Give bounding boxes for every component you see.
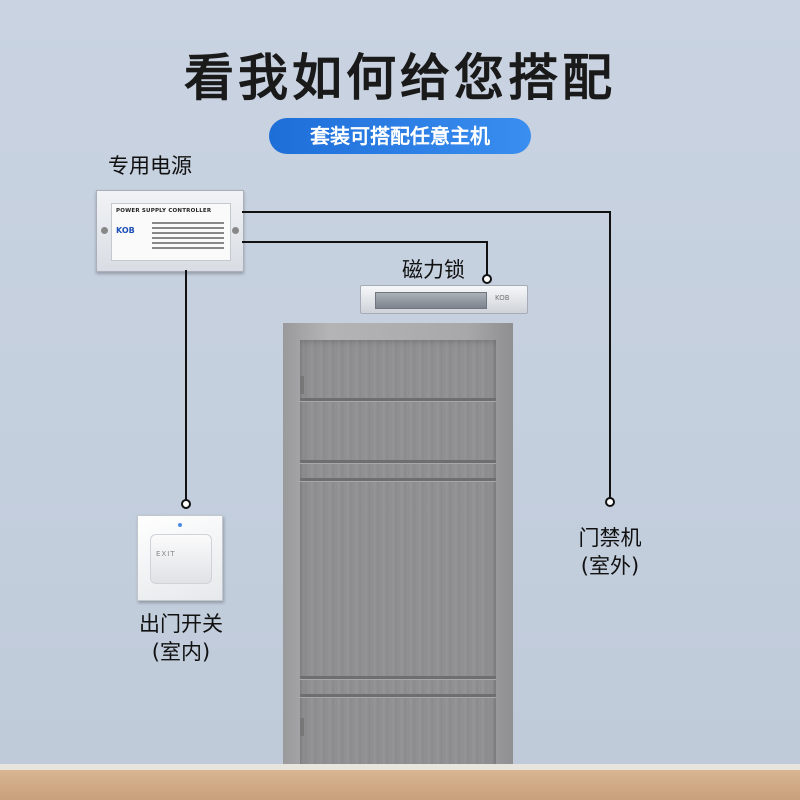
- access-controller-label: 门禁机 (室外): [568, 524, 652, 580]
- wire-end-switch: [181, 499, 191, 509]
- exit-button: [150, 534, 212, 584]
- door-groove: [300, 460, 496, 463]
- exit-switch-label-line1: 出门开关: [139, 612, 223, 636]
- access-controller-label-line1: 门禁机: [578, 526, 642, 550]
- led-icon: [178, 523, 182, 527]
- door-groove: [300, 398, 496, 401]
- wire-to-controller: [242, 211, 611, 500]
- spec-lines: [152, 222, 224, 252]
- baseboard: [0, 764, 800, 770]
- screw-icon: [101, 227, 108, 234]
- exit-switch: EXIT: [137, 515, 223, 601]
- hinge-icon: [300, 376, 304, 394]
- wire-end-lock: [482, 274, 492, 284]
- access-controller-label-line2: (室外): [580, 554, 640, 578]
- power-supply-device-title: POWER SUPPLY CONTROLLER: [116, 208, 212, 214]
- page-title: 看我如何给您搭配: [184, 49, 616, 107]
- magnetic-lock-brand: KOB: [495, 294, 510, 302]
- magnetic-lock: KOB: [360, 285, 528, 314]
- exit-switch-label: 出门开关 (室内): [132, 610, 230, 666]
- wire-to-lock: [242, 241, 488, 276]
- magnetic-lock-plate: [375, 292, 487, 309]
- power-supply-panel: POWER SUPPLY CONTROLLER KOB: [111, 203, 231, 261]
- power-supply-box: POWER SUPPLY CONTROLLER KOB: [96, 190, 244, 272]
- door-groove: [300, 694, 496, 697]
- wire-end-controller: [605, 497, 615, 507]
- wooden-floor: [0, 770, 800, 800]
- subtitle-badge: 套装可搭配任意主机: [269, 118, 531, 154]
- exit-button-text: EXIT: [156, 550, 176, 558]
- power-supply-label: 专用电源: [108, 154, 192, 178]
- door: [300, 340, 496, 782]
- door-groove: [300, 676, 496, 679]
- magnetic-lock-label: 磁力锁: [402, 258, 465, 282]
- hinge-icon: [300, 718, 304, 736]
- exit-switch-label-line2: (室内): [151, 640, 211, 664]
- screw-icon: [232, 227, 239, 234]
- door-groove: [300, 478, 496, 481]
- power-supply-brand: KOB: [116, 226, 135, 235]
